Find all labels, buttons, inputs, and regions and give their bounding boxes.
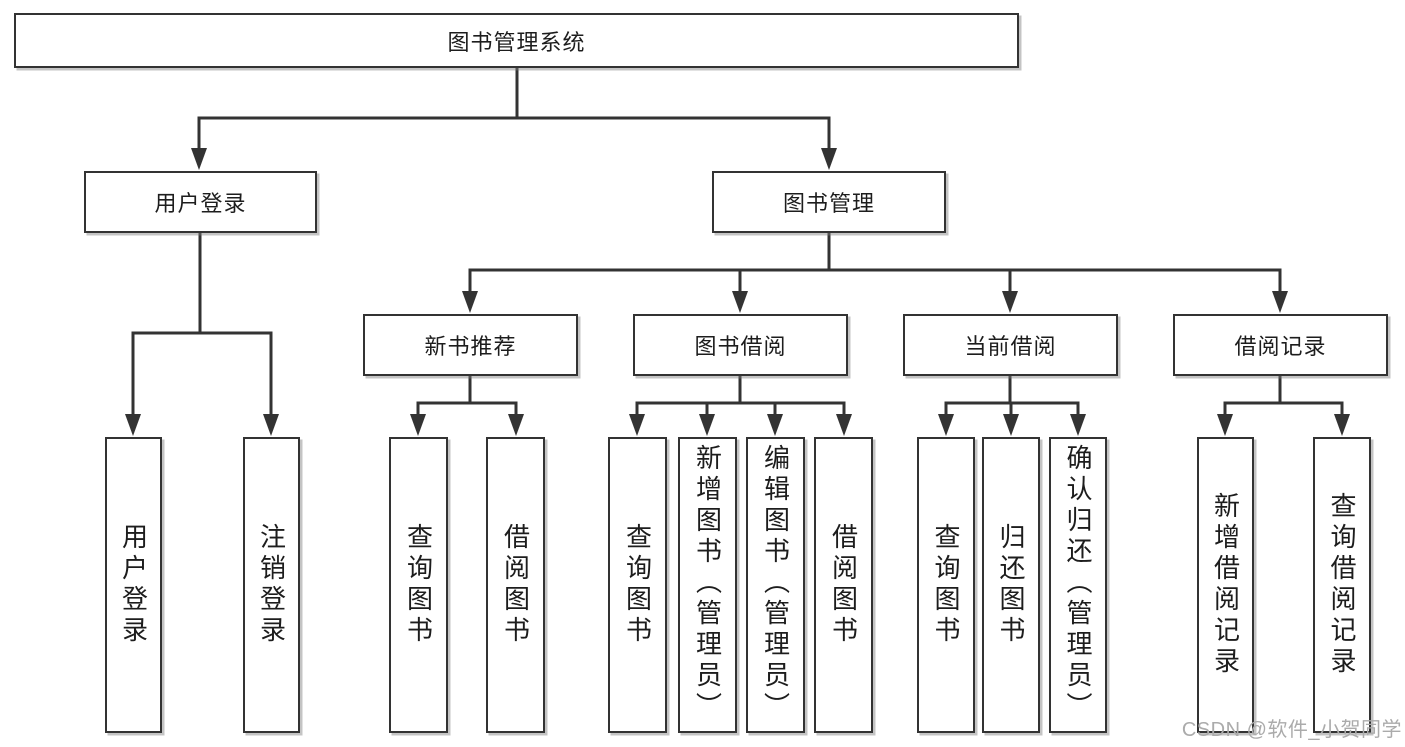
node-current-borrow: 当前借阅 [903, 314, 1118, 376]
leaf-label: 用户登录 [118, 523, 149, 647]
leaf-add-borrow-record: 新增借阅记录 [1197, 437, 1254, 733]
leaf-label: 查询图书 [931, 523, 961, 647]
leaf-borrow-books-recommend: 借阅图书 [486, 437, 545, 733]
leaf-query-books-borrow: 查询图书 [608, 437, 667, 733]
node-book-management: 图书管理 [712, 171, 946, 233]
node-label: 当前借阅 [964, 334, 1057, 359]
node-label: 图书管理系统 [447, 29, 586, 55]
node-label: 用户登录 [154, 191, 247, 216]
node-borrow-records: 借阅记录 [1173, 314, 1388, 376]
node-book-borrow: 图书借阅 [633, 314, 848, 376]
csdn-watermark: CSDN @软件_小贺同学 [1181, 719, 1402, 741]
node-label: 借阅记录 [1234, 334, 1327, 359]
node-label: 图书管理 [782, 191, 875, 216]
leaf-label: 查询图书 [403, 523, 434, 647]
leaf-label: 新增借阅记录 [1210, 492, 1241, 678]
leaf-borrow-books: 借阅图书 [814, 437, 873, 733]
leaf-label: 归还图书 [996, 523, 1026, 647]
node-root-library-system: 图书管理系统 [14, 13, 1019, 68]
leaf-query-borrow-record: 查询借阅记录 [1313, 437, 1371, 733]
leaf-query-books-recommend: 查询图书 [389, 437, 448, 733]
leaf-label: 查询图书 [622, 523, 653, 647]
leaf-return-books: 归还图书 [982, 437, 1040, 733]
node-label: 图书借阅 [694, 334, 787, 359]
leaf-label: 查询借阅记录 [1327, 492, 1357, 678]
leaf-label: 编辑图书（管理员） [760, 444, 791, 723]
leaf-label: 新增图书（管理员） [692, 444, 723, 723]
leaf-label: 确认归还（管理员） [1063, 444, 1093, 723]
leaf-label: 注销登录 [256, 523, 287, 647]
leaf-confirm-return-admin: 确认归还（管理员） [1049, 437, 1107, 733]
node-new-book-recommend: 新书推荐 [363, 314, 578, 376]
leaf-label: 借阅图书 [828, 523, 859, 647]
leaf-query-books-current: 查询图书 [917, 437, 975, 733]
leaf-edit-books-admin: 编辑图书（管理员） [746, 437, 805, 733]
node-label: 新书推荐 [424, 334, 517, 359]
leaf-add-books-admin: 新增图书（管理员） [678, 437, 737, 733]
leaf-label: 借阅图书 [500, 523, 531, 647]
leaf-logout: 注销登录 [243, 437, 300, 733]
leaf-user-login: 用户登录 [105, 437, 162, 733]
node-user-login: 用户登录 [84, 171, 317, 233]
